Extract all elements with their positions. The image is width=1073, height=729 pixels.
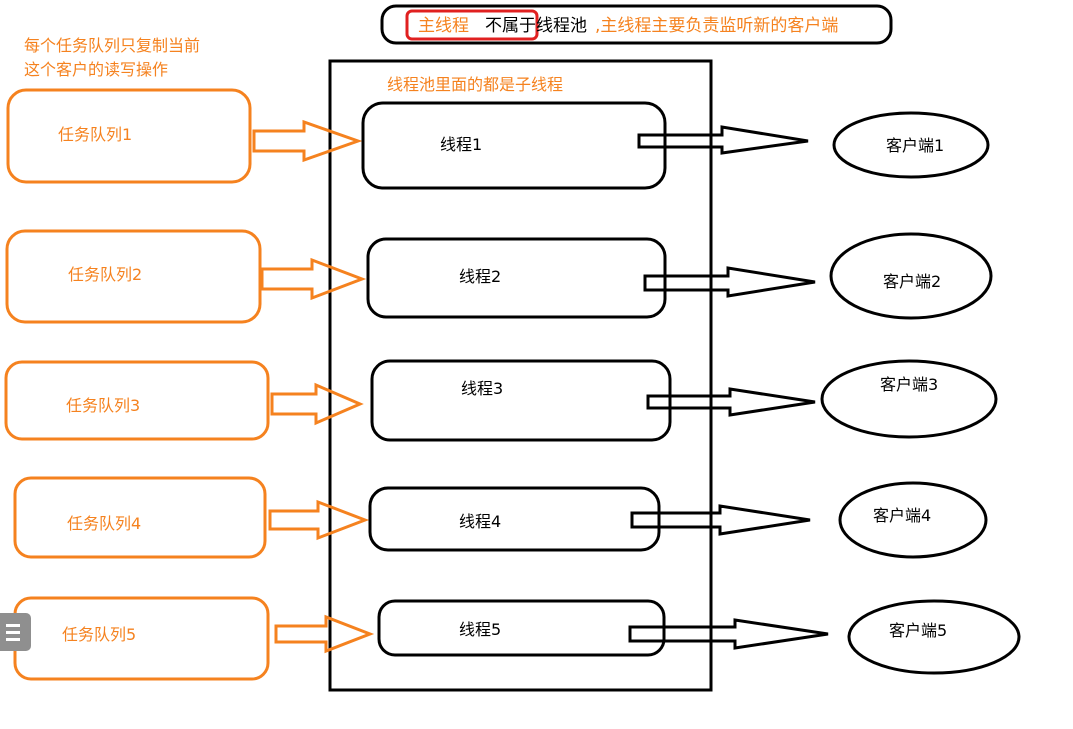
client-label: 客户端1 [886,136,944,155]
task-queue-box [5,229,262,324]
client-label: 客户端3 [880,375,938,394]
thread-box [361,101,667,190]
task-queue-box [6,88,252,184]
task-queue-box [13,476,267,559]
main-thread-highlight-box [405,9,539,41]
task-queue-label: 任务队列4 [67,514,141,533]
thread-to-client-arrows [628,125,829,650]
black-arrow-1-icon [637,125,809,155]
client-1: 客户端1 [832,111,990,179]
queue-note-line-2: 这个客户的读写操作 [24,60,168,79]
client-label: 客户端5 [889,621,947,640]
thread-pool: 线程池里面的都是子线程 [328,59,713,692]
task-queue-3: 任务队列3 [4,360,270,441]
queue-note-line-1: 每个任务队列只复制当前 [24,36,200,55]
client-ellipse [847,599,1021,675]
client-ellipse [820,359,998,439]
orange-arrow-3-icon [270,382,364,426]
thread-box [368,486,661,552]
orange-arrow-4-icon [268,499,370,541]
thread-label: 线程1 [440,135,482,154]
client-ellipse [829,232,993,320]
title-banner-frame [380,4,893,45]
orange-arrow-5-icon [274,614,375,654]
thread-pool-frame [328,59,713,692]
black-arrow-5-icon [628,618,829,650]
thread-5: 线程5 [377,599,666,657]
task-queue-label: 任务队列2 [68,265,142,284]
thread-box [377,599,666,657]
client-3: 客户端3 [820,359,998,439]
thread-box [370,359,672,442]
title-main-thread-role: ,主线程主要负责监听新的客户端 [595,16,838,36]
task-queue-4: 任务队列4 [13,476,267,559]
client-ellipse [838,481,988,559]
task-queue-box [4,360,270,441]
task-queue-label: 任务队列1 [58,125,132,144]
title-banner: 主线程 不属于线程池 ,主线程主要负责监听新的客户端 [380,4,893,45]
client-ellipse [832,111,990,179]
queue-to-thread-arrows [252,119,375,654]
thread-pool-label: 线程池里面的都是子线程 [387,75,563,94]
client-label: 客户端2 [883,272,941,291]
client-5: 客户端5 [847,599,1021,675]
client-2: 客户端2 [829,232,993,320]
thread-label: 线程2 [459,267,501,286]
task-queue-label: 任务队列5 [62,625,136,644]
task-queue-5: 任务队列5 [13,596,270,681]
list-handle-icon[interactable] [0,613,31,651]
thread-label: 线程3 [461,379,503,398]
thread-2: 线程2 [366,237,667,319]
orange-arrow-2-icon [260,257,367,301]
task-queue-1: 任务队列1 [6,88,252,184]
orange-arrow-1-icon [252,119,363,163]
title-main-thread: 主线程 [418,16,469,36]
black-arrow-2-icon [643,266,816,298]
handle-line [6,631,20,634]
thread-box [366,237,667,319]
task-queue-box [13,596,270,681]
task-queue-2: 任务队列2 [5,229,262,324]
thread-label: 线程4 [459,512,501,531]
title-not-in-pool: 不属于线程池 [485,16,587,36]
handle-line [6,624,20,627]
client-4: 客户端4 [838,481,988,559]
handle-line [6,638,20,641]
black-arrow-3-icon [646,387,816,417]
task-queue-label: 任务队列3 [66,396,140,415]
thread-4: 线程4 [368,486,661,552]
thread-3: 线程3 [370,359,672,442]
queue-note: 每个任务队列只复制当前 这个客户的读写操作 [24,36,200,79]
thread-1: 线程1 [361,101,667,190]
thread-label: 线程5 [459,620,501,639]
client-label: 客户端4 [873,506,931,525]
black-arrow-4-icon [630,504,811,536]
